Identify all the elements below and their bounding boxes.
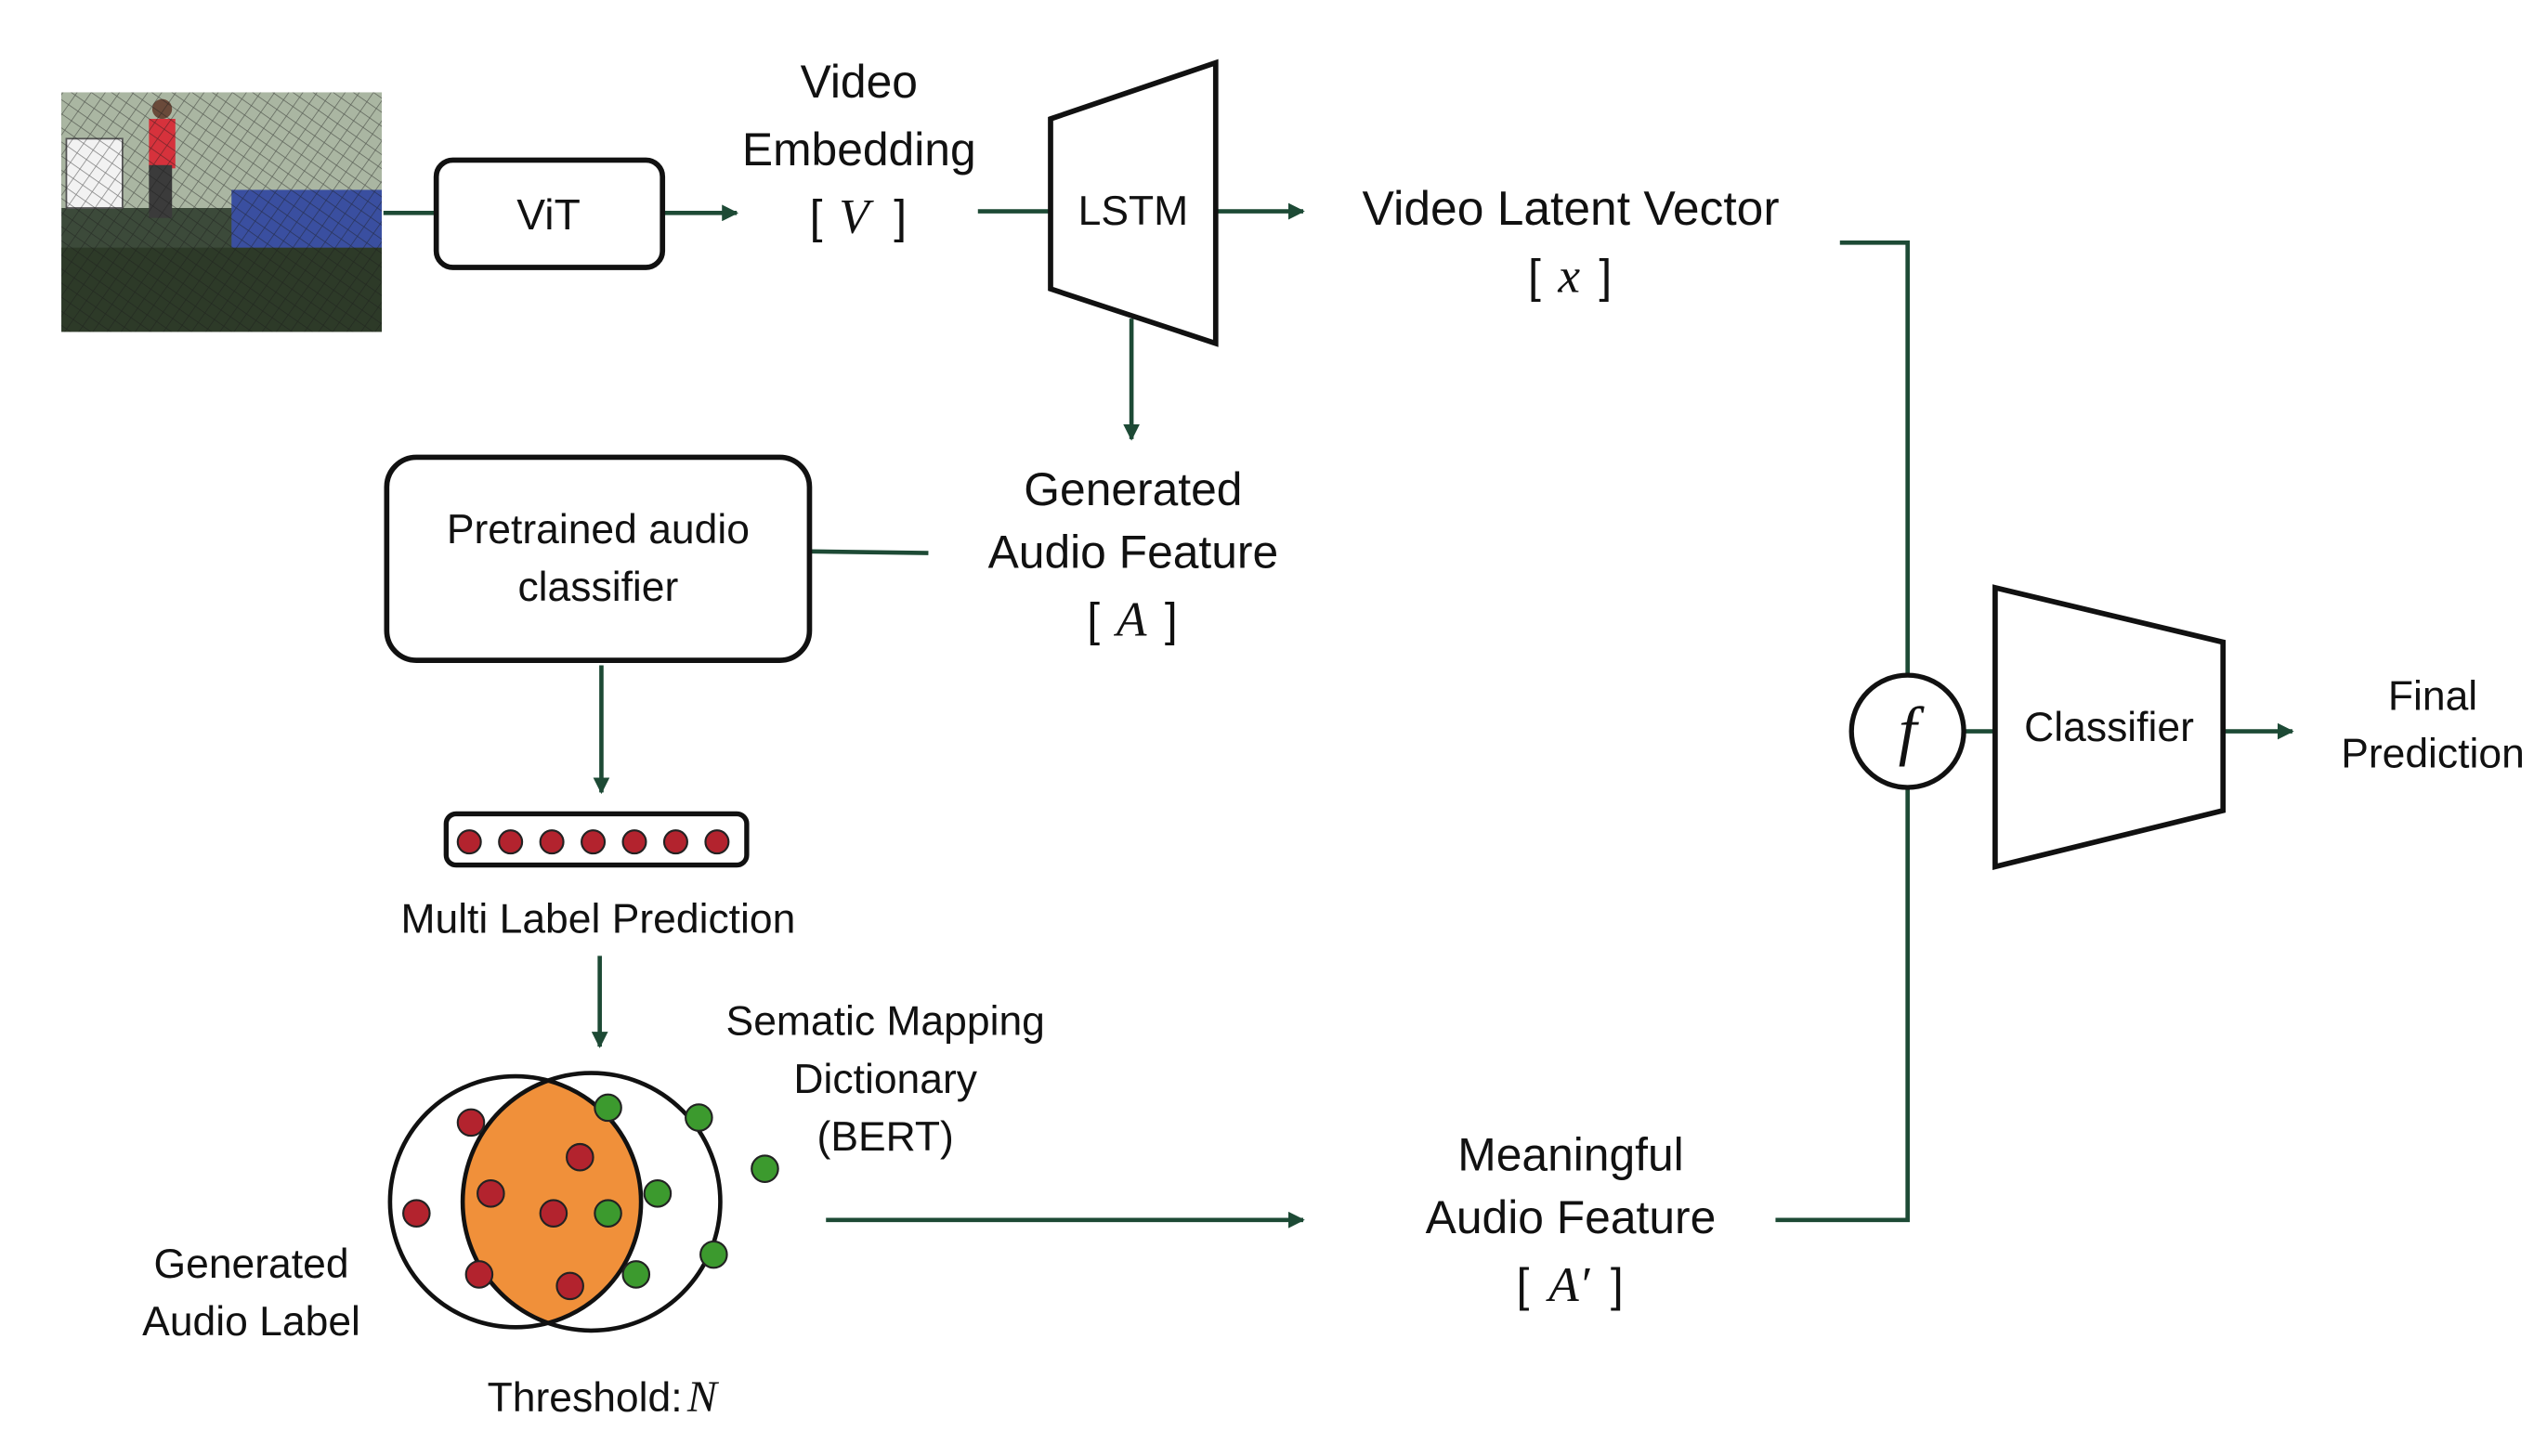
vit-block: ViT (433, 157, 666, 270)
video-frame-thumbnail (61, 92, 382, 332)
gen-audio-feature-line1: Generated (1024, 463, 1242, 515)
pretrained-classifier-line2: classifier (517, 565, 678, 610)
threshold-label: Threshold: N (488, 1372, 720, 1422)
meaningful-audio-symbol: A′ (1546, 1256, 1591, 1312)
lstm-block: LSTM (1048, 58, 1219, 347)
semantic-mapping-line2: Dictionary (793, 1057, 977, 1102)
gen-audio-label-line2: Audio Label (142, 1299, 360, 1345)
meaningful-audio-feature: Meaningful Audio Feature [ A′ ] (1426, 1128, 1717, 1311)
svg-text:]: ] (1165, 593, 1178, 645)
svg-text:[: [ (1517, 1259, 1530, 1311)
video-embedding-line2: Embedding (742, 124, 976, 176)
semantic-mapping-line1: Sematic Mapping (726, 999, 1045, 1045)
connectors (383, 202, 2294, 1228)
video-embedding-symbol: V (839, 188, 874, 244)
gen-audio-feature-symbol: A (1114, 591, 1147, 646)
classifier-block: Classifier (1992, 584, 2227, 870)
svg-text:]: ] (1611, 1259, 1624, 1311)
gen-audio-feature-line2: Audio Feature (988, 526, 1279, 578)
threshold-prefix: Threshold: (488, 1375, 683, 1421)
multi-label-bar (443, 811, 750, 868)
video-embedding: Video Embedding [ V ] (742, 56, 976, 244)
multi-label-caption: Multi Label Prediction (400, 896, 795, 942)
fusion-node: f (1848, 672, 1966, 790)
classifier-label: Classifier (2024, 705, 2194, 750)
semantic-mapping-label: Sematic Mapping Dictionary (BERT) (726, 999, 1045, 1160)
meaningful-audio-line1: Meaningful (1457, 1128, 1683, 1180)
threshold-symbol: N (686, 1372, 720, 1422)
gen-audio-label-line1: Generated (154, 1242, 349, 1287)
final-prediction-line2: Prediction (2341, 732, 2525, 777)
svg-text:]: ] (894, 191, 907, 243)
venn-diagram (387, 1071, 779, 1333)
svg-text:[: [ (1087, 593, 1100, 645)
final-prediction-line1: Final (2388, 673, 2477, 719)
semantic-mapping-line3: (BERT) (817, 1114, 954, 1160)
video-embedding-line1: Video (801, 56, 918, 108)
meaningful-audio-line2: Audio Feature (1426, 1191, 1717, 1243)
vit-label: ViT (516, 190, 581, 239)
pretrained-audio-classifier: Pretrained audio classifier (384, 454, 813, 663)
video-latent-vector: Video Latent Vector [ x ] (1363, 181, 1780, 304)
video-latent-symbol: x (1557, 248, 1580, 304)
video-latent-line1: Video Latent Vector (1363, 181, 1780, 235)
svg-text:[: [ (1528, 251, 1541, 303)
lstm-label: LSTM (1078, 188, 1189, 234)
generated-audio-feature: Generated Audio Feature [ A ] (988, 463, 1279, 646)
svg-text:]: ] (1599, 251, 1612, 303)
generated-audio-label: Generated Audio Label (142, 1242, 360, 1345)
svg-text:[: [ (810, 191, 823, 243)
pretrained-classifier-line1: Pretrained audio (447, 507, 750, 552)
final-prediction: Final Prediction (2341, 673, 2525, 776)
